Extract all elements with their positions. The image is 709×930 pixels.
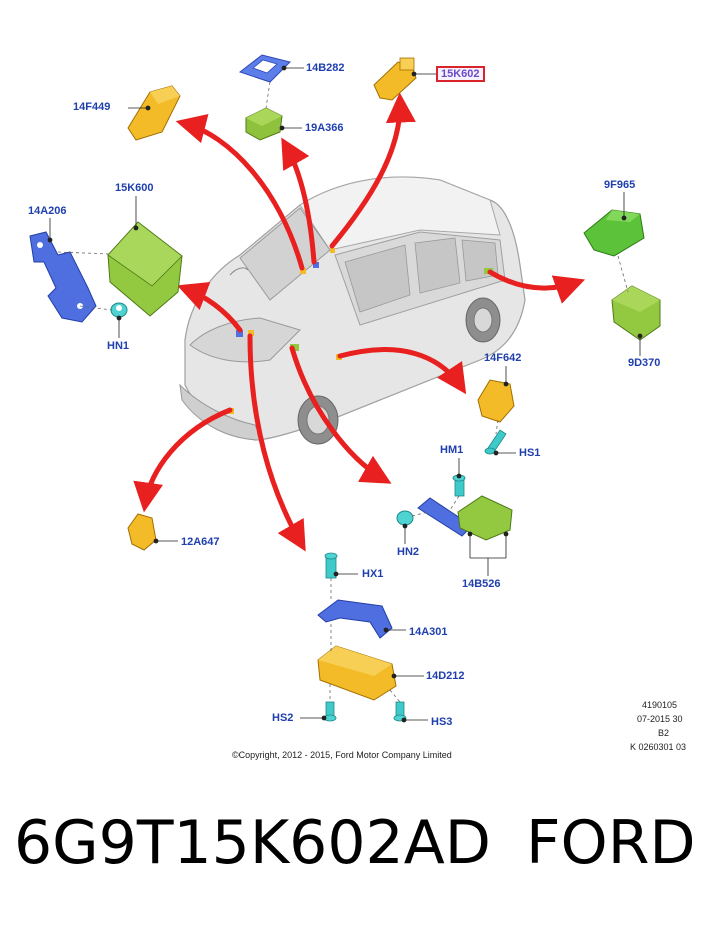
part-9D370-module xyxy=(611,285,661,341)
label-9D370: 9D370 xyxy=(628,357,661,369)
part-19A366-module xyxy=(245,107,283,141)
label-14F449: 14F449 xyxy=(73,101,111,113)
label-HN1: HN1 xyxy=(107,340,130,352)
label-HM1: HM1 xyxy=(440,444,464,456)
part-HS2-screw xyxy=(323,701,337,722)
label-14A206: 14A206 xyxy=(28,205,67,217)
caption-brand: FORD xyxy=(526,808,696,878)
label-15K602: 15K602 xyxy=(436,66,485,82)
label-14A301: 14A301 xyxy=(409,626,448,638)
part-14F642-sensor xyxy=(477,379,515,423)
car-illustration xyxy=(179,176,526,445)
meta-line-4: K 0260301 03 xyxy=(630,742,687,752)
label-HN2: HN2 xyxy=(397,546,420,558)
label-15K600: 15K600 xyxy=(115,182,154,194)
part-12A647-sensor xyxy=(127,513,157,551)
meta-line-1: 4190105 xyxy=(642,700,678,710)
part-HS1-screw xyxy=(484,429,507,455)
label-9F965: 9F965 xyxy=(604,179,636,191)
assembly-lines xyxy=(57,81,629,703)
part-14F449-sensor xyxy=(127,85,181,141)
part-14A301-bracket xyxy=(317,599,393,639)
meta-line-3: B2 xyxy=(658,728,670,738)
label-19A366: 19A366 xyxy=(305,122,344,134)
part-15K602-sensor xyxy=(373,57,417,101)
leader-lines xyxy=(47,65,643,723)
part-15K600-module xyxy=(107,221,183,317)
meta-line-2: 07-2015 30 xyxy=(637,714,683,724)
label-12A647: 12A647 xyxy=(181,536,220,548)
label-14B526: 14B526 xyxy=(462,578,501,590)
copyright-notice: ©Copyright, 2012 - 2015, Ford Motor Comp… xyxy=(232,750,452,760)
part-HN1-nut xyxy=(110,302,128,318)
label-HX1: HX1 xyxy=(362,568,384,580)
label-14F642: 14F642 xyxy=(484,352,522,364)
part-14B526-module xyxy=(417,495,513,541)
label-HS1: HS1 xyxy=(519,447,541,459)
caption-part-number: 6G9T15K602AD xyxy=(14,808,491,878)
label-14D212: 14D212 xyxy=(426,670,465,682)
part-9F965-bracket xyxy=(583,209,645,257)
part-14B282-bracket xyxy=(238,54,291,83)
label-HS2: HS2 xyxy=(272,712,294,724)
part-14A206-bracket xyxy=(29,231,97,323)
label-HS3: HS3 xyxy=(431,716,453,728)
part-14D212-module xyxy=(317,645,397,701)
label-14B282: 14B282 xyxy=(306,62,345,74)
callout-arrows xyxy=(133,92,586,552)
part-HN2-nut xyxy=(396,510,414,526)
